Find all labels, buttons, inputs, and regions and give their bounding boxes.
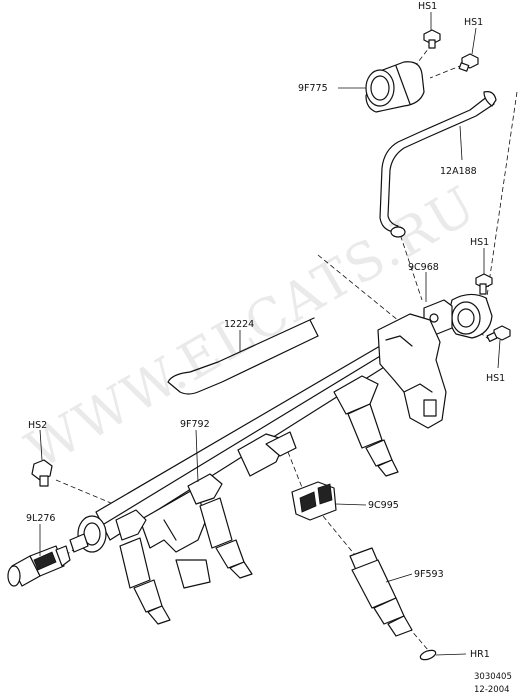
label-9f792: 9F792 — [180, 419, 210, 430]
footer: 3030405 12-2004 — [474, 672, 512, 695]
fuel-hose-12a188 — [379, 91, 497, 238]
fuel-injector — [349, 547, 413, 637]
label-9l276: 9L276 — [26, 513, 55, 524]
diagram-code: 3030405 — [474, 672, 512, 682]
label-hs1-b: HS1 — [464, 17, 483, 28]
label-hr1: HR1 — [470, 649, 490, 660]
label-9f593: 9F593 — [414, 569, 444, 580]
label-hs1-d: HS1 — [486, 373, 505, 384]
label-12224: 12224 — [224, 319, 254, 330]
callout-labels: HS1 HS1 9F775 12A188 HS1 9C968 HS1 12224… — [26, 1, 505, 660]
label-9c995: 9C995 — [368, 500, 399, 511]
bolt-hs1-top-left — [423, 29, 441, 49]
injector-clip — [291, 481, 337, 521]
rail-injector-1 — [119, 537, 171, 625]
fuel-rail — [69, 313, 447, 589]
vacuum-hose-12224 — [167, 317, 319, 395]
bolt-hs1-lower-right — [486, 325, 511, 343]
label-hs2: HS2 — [28, 420, 47, 431]
bolt-hs1-top-right — [458, 53, 479, 72]
rail-injector-2 — [199, 497, 253, 579]
o-ring — [419, 649, 437, 661]
label-hs1-a: HS1 — [418, 1, 437, 12]
label-9c968: 9C968 — [408, 262, 439, 273]
pressure-regulator — [423, 293, 493, 339]
bolt-hs1-mid-right — [475, 273, 493, 295]
rail-injector-3 — [347, 403, 399, 477]
temperature-sensor — [7, 545, 71, 587]
diagram-date: 12-2004 — [474, 685, 510, 695]
fuel-filter — [365, 61, 425, 113]
label-hs1-c: HS1 — [470, 237, 489, 248]
bolt-hs2 — [31, 459, 53, 487]
label-9f775: 9F775 — [298, 83, 328, 94]
leader-lines — [39, 12, 501, 656]
label-12a188: 12A188 — [440, 166, 477, 177]
